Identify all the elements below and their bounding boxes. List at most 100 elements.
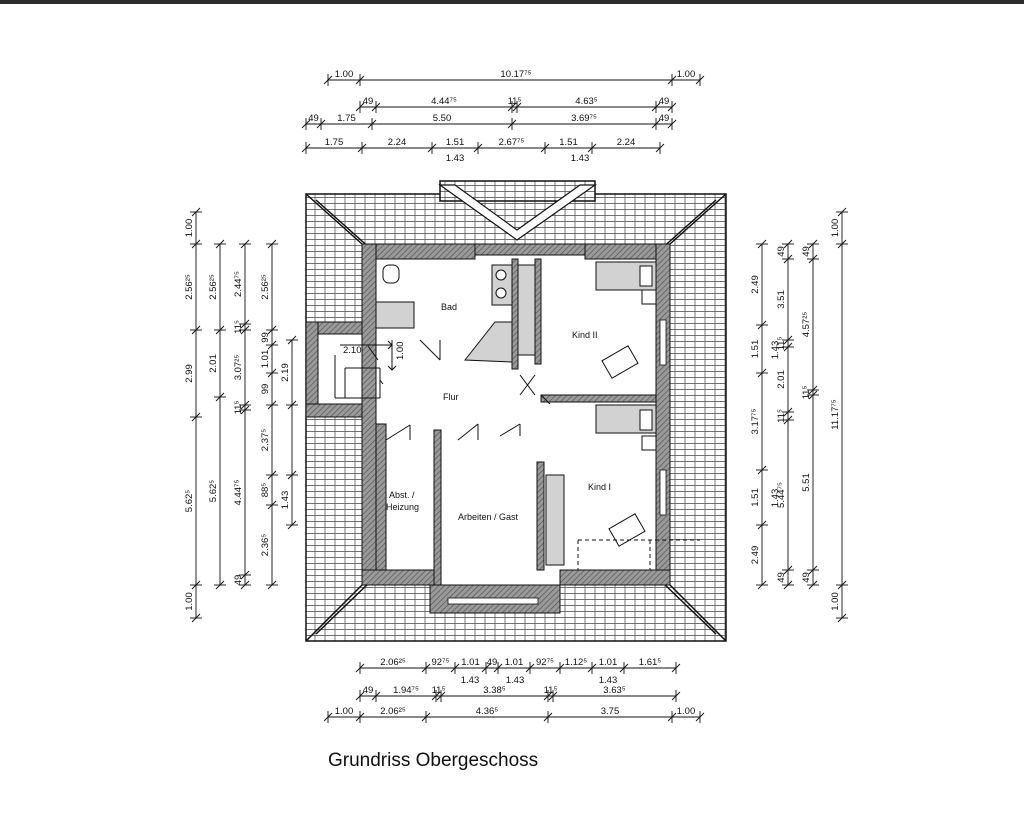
dim-label: 11⁵ <box>233 401 244 415</box>
dim-label: 49 <box>487 657 498 668</box>
dim-label: 1.43 <box>571 153 590 164</box>
dim-label: 1.01 <box>505 657 524 668</box>
dimension-lines <box>190 74 848 723</box>
kind-i-window <box>659 469 667 516</box>
dim-label: 5.62⁵ <box>184 490 195 512</box>
dim-label: 4.44⁷⁵ <box>233 480 244 506</box>
stair-width-label: 2.10 <box>343 345 362 356</box>
dim-label: 2.67⁷⁵ <box>499 137 525 148</box>
dim-label: 5.62⁵ <box>208 480 219 502</box>
dim-label: 2.06²⁵ <box>380 706 406 717</box>
dim-label: 1.00 <box>677 69 696 80</box>
dim-label: 99 <box>260 332 271 343</box>
room-abst-line2: Heizung <box>386 502 419 512</box>
dim-label: 1.51 <box>559 137 578 148</box>
dim-label: 1.12⁵ <box>565 657 587 668</box>
dim-label: 3.17⁷⁵ <box>750 409 761 435</box>
kind-ii-window <box>659 319 667 366</box>
room-kind-ii: Kind II <box>572 330 598 340</box>
dim-label: 99 <box>260 384 271 395</box>
dim-label: 1.61⁵ <box>639 657 661 668</box>
dim-label: 49 <box>659 113 670 124</box>
dim-label: 1.00 <box>830 592 841 611</box>
dim-label: 92⁷⁵ <box>536 657 554 668</box>
dim-label: 49 <box>363 96 374 107</box>
dim-label: 1.01 <box>260 350 271 369</box>
dim-label: 2.56²⁵ <box>260 274 271 300</box>
dim-label: 11⁵ <box>801 386 812 400</box>
dim-label: 11⁵ <box>776 337 787 351</box>
shower-tray <box>375 301 415 329</box>
dim-label: 5.51 <box>801 473 812 492</box>
dim-label: 3.69⁷⁵ <box>571 113 597 124</box>
dim-label: 2.01 <box>208 354 219 373</box>
dim-label: 2.37⁵ <box>260 429 271 451</box>
dim-label: 49 <box>233 575 244 586</box>
desk-kind-i <box>608 513 646 547</box>
dim-label: 1.43 <box>770 489 781 508</box>
room-abst-line1: Abst. / <box>389 490 415 500</box>
dim-label: 11⁵ <box>776 409 787 423</box>
dim-label: 1.51 <box>750 488 761 507</box>
staircase <box>317 333 397 405</box>
dim-label: 49 <box>659 96 670 107</box>
dim-label: 1.43 <box>599 675 618 686</box>
dim-label: 1.43 <box>461 675 480 686</box>
dim-label: 2.01 <box>776 370 787 389</box>
dim-label: 2.56²⁵ <box>184 274 195 300</box>
dim-label: 11⁵ <box>432 685 446 696</box>
stair-depth-label: 1.00 <box>395 342 406 361</box>
dim-label: 1.43 <box>280 491 291 510</box>
dormer-gable <box>438 184 597 241</box>
dim-label: 49 <box>776 572 787 583</box>
dim-label: 49 <box>801 572 812 583</box>
top-border-line <box>0 0 1024 4</box>
toilet <box>382 264 400 284</box>
dim-label: 1.00 <box>184 219 195 238</box>
dim-label: 4.63⁵ <box>575 96 597 107</box>
dim-label: 1.43 <box>770 341 781 360</box>
walls <box>305 243 671 614</box>
room-bad: Bad <box>441 302 457 312</box>
dim-label: 11⁵ <box>544 685 558 696</box>
room-kind-i: Kind I <box>588 482 611 492</box>
dormer-top <box>439 180 596 202</box>
arbeiten-window <box>447 597 539 605</box>
dim-label: 2.24 <box>617 137 636 148</box>
room-flur: Flur <box>443 392 459 402</box>
dim-label: 1.00 <box>830 219 841 238</box>
dim-label: 49 <box>801 246 812 257</box>
dim-label: 1.00 <box>184 592 195 611</box>
dim-label: 1.43 <box>446 153 465 164</box>
dim-label: 2.56²⁵ <box>208 274 219 300</box>
dim-label: 49 <box>776 246 787 257</box>
dim-label: 2.44⁷⁵ <box>233 271 244 297</box>
dim-label: 92⁷⁵ <box>432 657 450 668</box>
dim-label: 2.49 <box>750 546 761 565</box>
dim-label: 11.17⁷⁵ <box>830 399 841 430</box>
wardrobe-kind-i <box>545 474 565 566</box>
dim-label: 1.01 <box>461 657 480 668</box>
dim-label: 3.38⁵ <box>483 685 505 696</box>
room-labels: Bad Kind II Flur Kind I Abst. / Heizung … <box>343 302 611 522</box>
bathtub <box>464 321 513 363</box>
dim-label: 5.50 <box>433 113 452 124</box>
dim-label: 2.99 <box>184 364 195 383</box>
dim-label: 4.57²⁵ <box>801 312 812 338</box>
dim-label: 5.44⁷⁵ <box>776 482 787 508</box>
dim-label: 3.07²⁵ <box>233 355 244 381</box>
room-arbeiten: Arbeiten / Gast <box>458 512 519 522</box>
dim-label: 1.51 <box>750 340 761 359</box>
dim-label: 2.36⁵ <box>260 534 271 556</box>
dim-label: 3.51 <box>776 290 787 309</box>
dim-label: 1.94⁷⁵ <box>393 685 419 696</box>
drawing-caption: Grundriss Obergeschoss <box>328 750 539 771</box>
dim-label: 1.00 <box>677 706 696 717</box>
dim-label: 1.75 <box>337 113 356 124</box>
dim-label: 1.00 <box>335 706 354 717</box>
kind-i-furniture <box>545 404 700 570</box>
dim-label: 1.51 <box>446 137 465 148</box>
dim-label: 3.63⁵ <box>603 685 625 696</box>
